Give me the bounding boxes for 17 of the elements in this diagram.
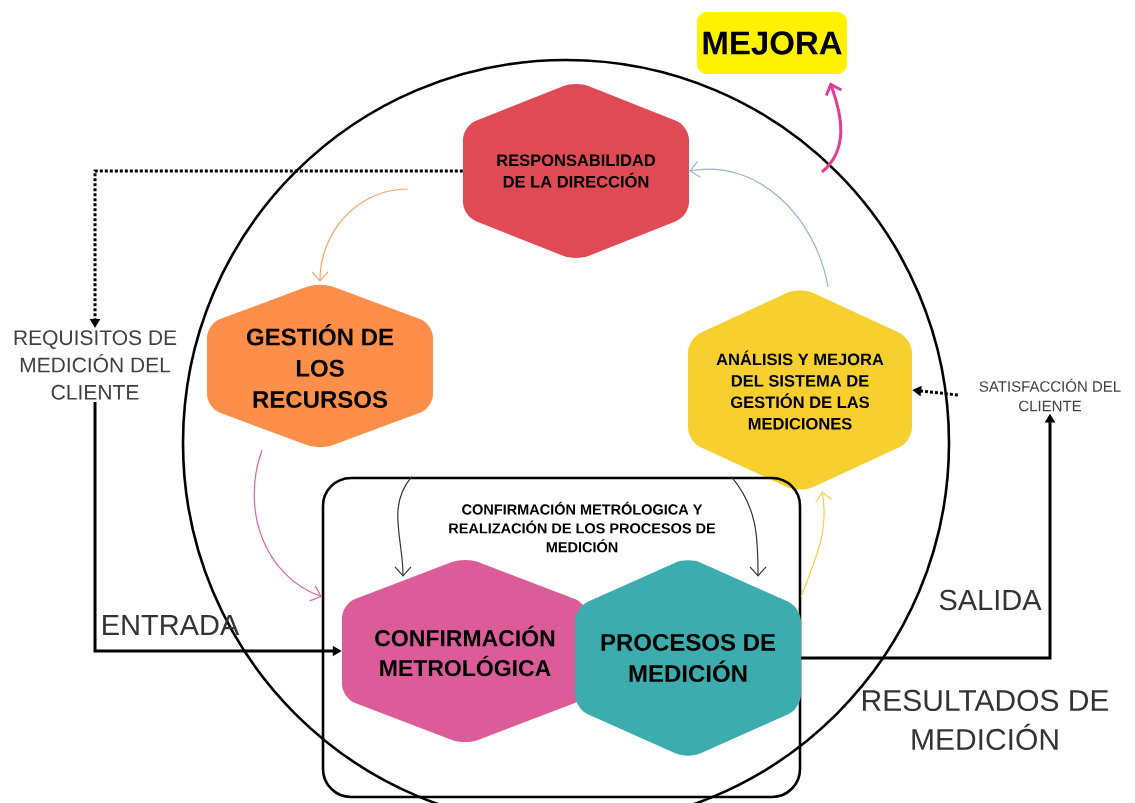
- arrow: [820, 82, 843, 174]
- result-text: RESULTADOS DE MEDICIÓN: [863, 689, 1109, 751]
- hexagon: GESTIÓN DE LOS RECURSOS: [207, 284, 433, 448]
- improvement-box: MEJORA: [697, 12, 847, 74]
- hexagon: CONFIRMACIÓN METROLÓGICA: [342, 559, 588, 743]
- arrow: [311, 188, 409, 282]
- arrow: [394, 476, 413, 577]
- arrow: [730, 476, 767, 577]
- hexagon: ANÁLISIS Y MEJORA DEL SISTEMA DE GESTIÓN DE LAS MEDICIONES: [688, 290, 912, 490]
- requirement-text: REQUISITOS DE MEDICIÓN DEL CLIENTE: [14, 330, 177, 400]
- arrow: [800, 491, 833, 598]
- arrow: [689, 160, 829, 288]
- arrow: [253, 449, 322, 602]
- hexagon: PROCESOS DE MEDICIÓN: [575, 560, 801, 756]
- hexagon: RESPONSABILIDAD DE LA DIRECCIÓN: [463, 84, 689, 258]
- satisfaction-text: SATISFACCIÓN DEL CLIENTE: [979, 378, 1121, 412]
- edge-label: SALIDA: [939, 589, 1042, 611]
